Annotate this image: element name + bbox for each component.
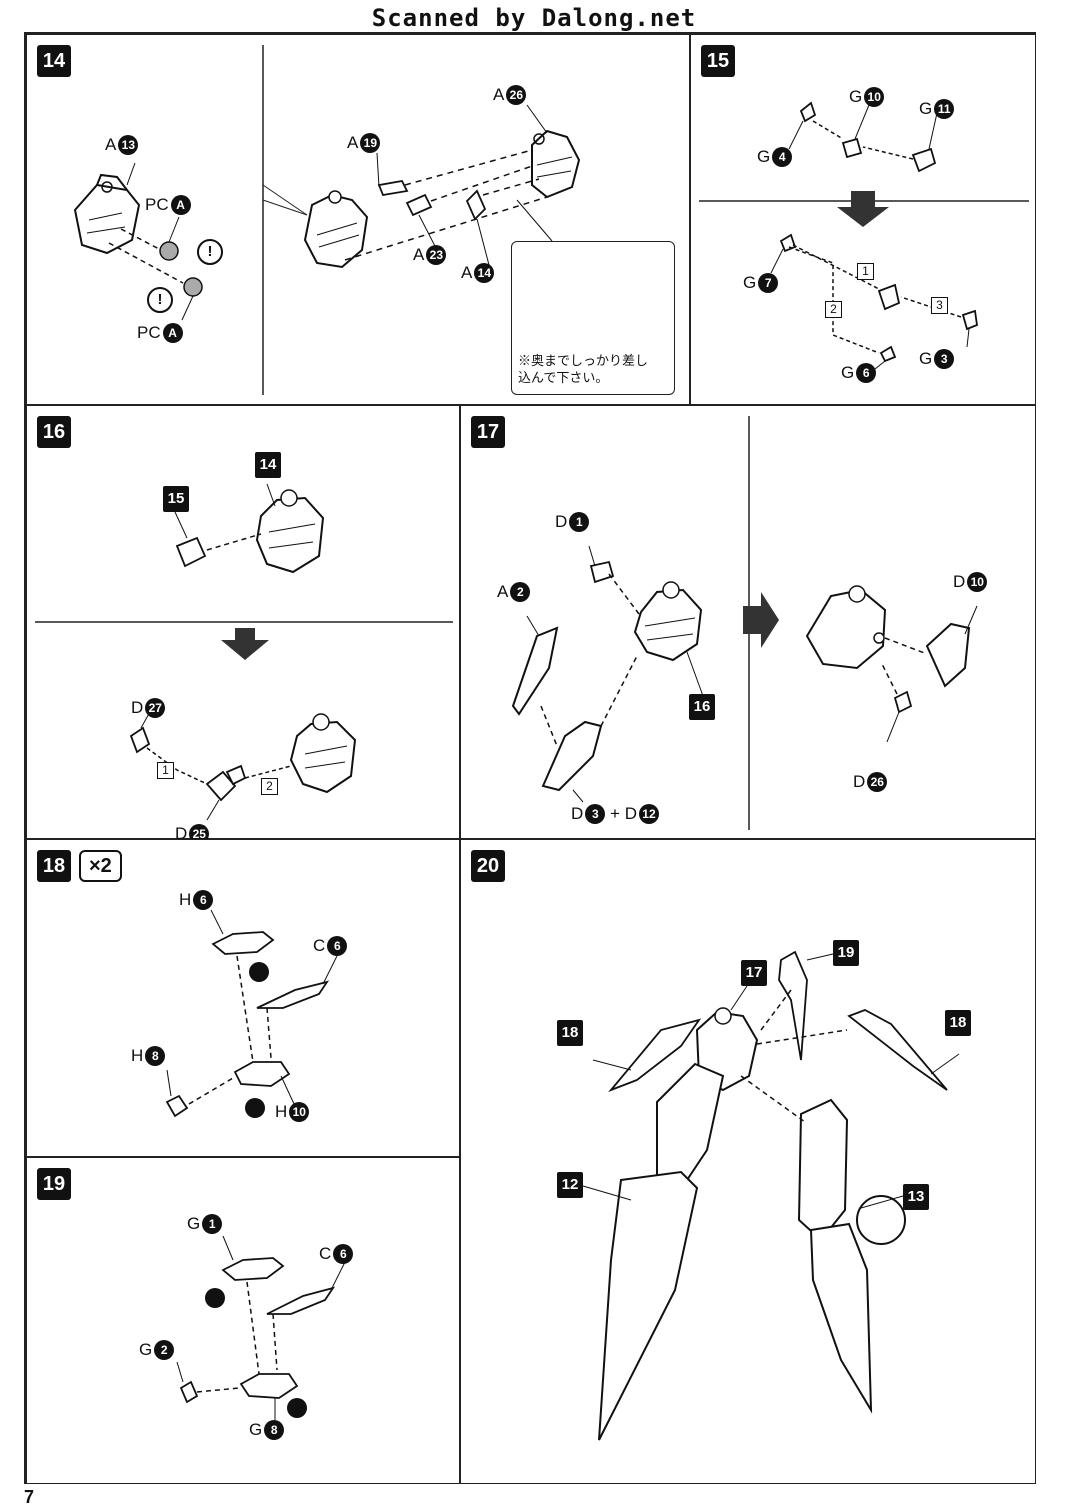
- ref-step-18-right: 18: [945, 1010, 971, 1036]
- instruction-page: 14: [24, 32, 1036, 1484]
- step-19-diagram: [176, 1235, 346, 1420]
- step-15-number: 15: [701, 45, 735, 77]
- order-marker-3: 3: [931, 297, 948, 314]
- insertion-note-inset: ※奥までしっかり差し 込んで下さい。: [511, 241, 675, 395]
- step-17-diagram: [511, 416, 978, 830]
- step-19-number: 19: [37, 1168, 71, 1200]
- order-marker-1: 1: [857, 263, 874, 280]
- order-marker-2: 2: [261, 778, 278, 795]
- order-marker-2: 2: [825, 301, 842, 318]
- step-16-diagram: [35, 483, 453, 821]
- ref-step-17: 17: [741, 960, 767, 986]
- ref-step-12: 12: [557, 1172, 583, 1198]
- page-number: 7: [24, 1487, 35, 1507]
- caution-icon: !: [197, 239, 223, 265]
- step-16-number: 16: [37, 416, 71, 448]
- step-18-number: 18: [37, 850, 71, 882]
- order-marker-1: 1: [157, 762, 174, 779]
- ref-step-16: 16: [689, 694, 715, 720]
- ref-step-18-left: 18: [557, 1020, 583, 1046]
- caution-icon: !: [147, 287, 173, 313]
- ref-step-15: 15: [163, 486, 189, 512]
- ref-step-13: 13: [903, 1184, 929, 1210]
- scan-header: Scanned by Dalong.net: [371, 4, 697, 32]
- step-15-diagram: [699, 101, 1029, 370]
- step-20-number: 20: [471, 850, 505, 882]
- step-14-number: 14: [37, 45, 71, 77]
- step-18-diagram: [165, 909, 338, 1118]
- ref-step-19: 19: [833, 940, 859, 966]
- step-17-number: 17: [471, 416, 505, 448]
- step-20-panel: 20 17 19 18 18 12 13: [460, 839, 1036, 1484]
- step-20-diagram: [582, 950, 960, 1441]
- quantity-multiplier: ×2: [79, 850, 122, 882]
- insertion-note-text: ※奥までしっかり差し 込んで下さい。: [518, 353, 649, 385]
- step-14-panel: 14: [26, 34, 690, 405]
- ref-step-14: 14: [255, 452, 281, 478]
